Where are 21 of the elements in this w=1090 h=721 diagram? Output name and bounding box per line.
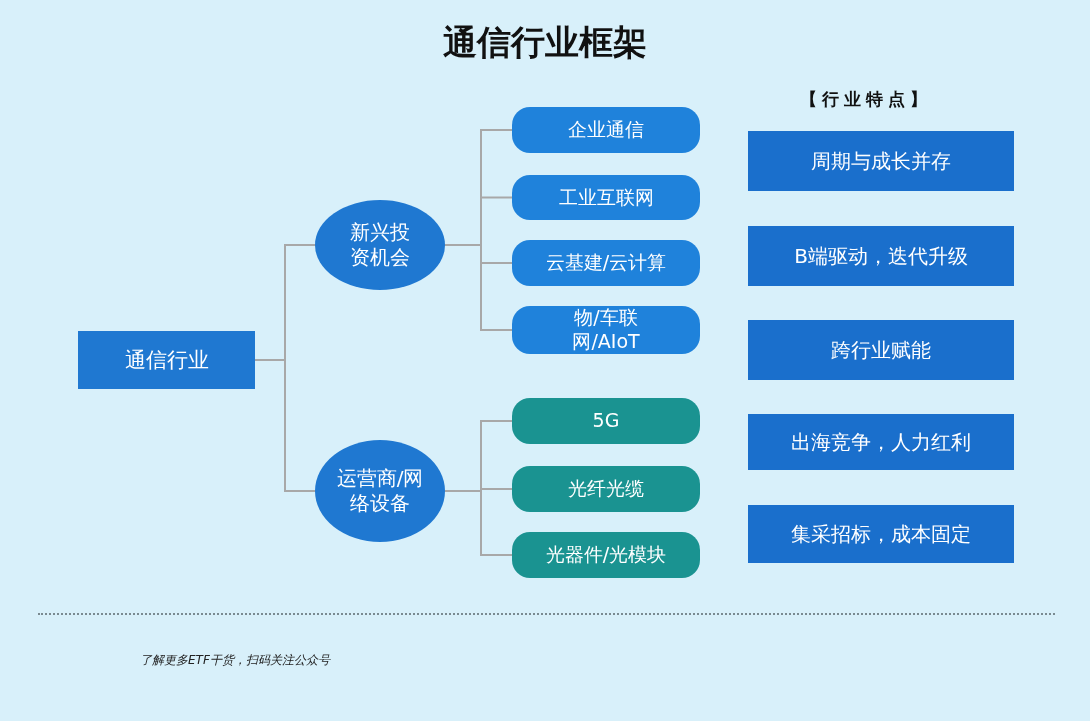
category-box: 通信行业 [78, 331, 255, 389]
feature-box: B端驱动，迭代升级 [748, 226, 1014, 286]
feature-box: 集采招标，成本固定 [748, 505, 1014, 563]
sector-pill: 5G [512, 398, 700, 444]
category-ellipse: 运营商/网络设备 [315, 440, 445, 542]
connector-line [444, 244, 513, 331]
feature-box: 出海竞争，人力红利 [748, 414, 1014, 470]
sector-pill: 光纤光缆 [512, 466, 700, 512]
title: 通信行业框架 [442, 21, 648, 64]
feature-box: 周期与成长并存 [748, 131, 1014, 191]
connector-line [254, 359, 316, 492]
sector-pill: 光器件/光模块 [512, 532, 700, 578]
sector-pill: 企业通信 [512, 107, 700, 153]
category-ellipse: 新兴投资机会 [315, 200, 445, 290]
sector-pill: 物/车联网/AIoT [512, 306, 700, 354]
note-text: 了解更多ETF干货，扫码关注公众号 [140, 652, 330, 669]
connector-line [444, 490, 513, 556]
sector-pill: 云基建/云计算 [512, 240, 700, 286]
section-heading: 【行业特点】 [800, 88, 932, 111]
sector-pill: 工业互联网 [512, 175, 700, 220]
feature-box: 跨行业赋能 [748, 320, 1014, 380]
